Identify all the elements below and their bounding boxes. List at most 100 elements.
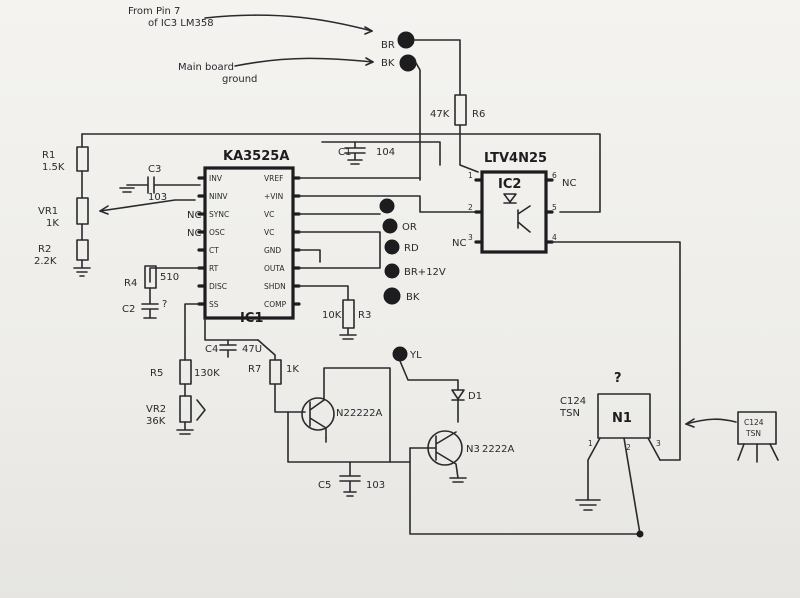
note-of-ic3: of IC3 LM358 bbox=[148, 18, 214, 29]
ic1-name: KA3525A bbox=[223, 149, 289, 164]
connector-bk2-label: BK bbox=[406, 292, 420, 303]
resistor-r1 bbox=[76, 146, 89, 172]
wire-c4 bbox=[184, 303, 259, 361]
arrow-line-ground bbox=[234, 57, 374, 67]
wire-r3-top bbox=[298, 285, 349, 301]
ic2-nc-left: NC bbox=[452, 238, 466, 249]
n3-label: N3 bbox=[466, 444, 480, 455]
n1-code2: TSN bbox=[559, 408, 580, 419]
ic1-left-pins bbox=[197, 176, 207, 306]
r6-label: R6 bbox=[472, 109, 485, 120]
r3-label: R3 bbox=[358, 310, 371, 321]
transistor-n2 bbox=[301, 397, 335, 431]
c4-value: 47U bbox=[242, 344, 262, 355]
ic2-pin6: 6 bbox=[552, 171, 557, 180]
c5-value: 103 bbox=[366, 480, 385, 491]
wire-br-r6 bbox=[413, 39, 461, 96]
vr1-label: VR1 bbox=[38, 206, 58, 217]
arrow-package bbox=[685, 418, 737, 425]
ic2-pin3: 3 bbox=[468, 233, 473, 242]
c3-value: 103 bbox=[148, 192, 167, 203]
c2-label: C2 bbox=[122, 304, 135, 315]
connector-or-label: OR bbox=[402, 222, 417, 233]
vr2-label: VR2 bbox=[146, 404, 166, 415]
ic1-pin-sync: SYNC bbox=[209, 210, 229, 219]
connector-bk-dot bbox=[399, 54, 417, 72]
arrow-head-ground bbox=[365, 57, 374, 66]
c1-value: 104 bbox=[376, 147, 395, 158]
wire-top-rail bbox=[81, 133, 601, 213]
vr1-value: 1K bbox=[46, 218, 59, 229]
ground-c3 bbox=[119, 187, 135, 193]
ic1-left-pin-labels: INV NINV SYNC OSC CT RT DISC SS bbox=[209, 174, 229, 309]
ic1-pin-ninv: NINV bbox=[209, 192, 228, 201]
ic1-pin-ss: SS bbox=[209, 300, 219, 309]
connector-br12v-label: BR+12V bbox=[404, 267, 446, 278]
ic1-nc-sync: NC bbox=[187, 210, 201, 221]
vr1-wiper-arrow bbox=[99, 205, 109, 215]
ground-r3 bbox=[339, 327, 357, 340]
wire-c1-rail bbox=[321, 141, 441, 166]
r3-value: 10K bbox=[322, 310, 342, 321]
vr2-value: 36K bbox=[146, 416, 166, 427]
vr2-wiper bbox=[196, 399, 206, 421]
r2-label: R2 bbox=[38, 244, 51, 255]
wire-ic1-right bbox=[298, 213, 381, 269]
r7-label: R7 bbox=[248, 364, 261, 375]
c2-question: ? bbox=[162, 299, 167, 310]
resistor-r3 bbox=[342, 299, 355, 329]
r1-value: 1.5K bbox=[42, 162, 65, 173]
wire-ic2-n1 bbox=[551, 241, 681, 461]
c5-label: C5 bbox=[318, 480, 331, 491]
ic2-pin4: 4 bbox=[552, 233, 557, 242]
wire-r4-top bbox=[149, 267, 200, 283]
note-ground: ground bbox=[222, 74, 257, 85]
ic1-pin-vref: VREF bbox=[264, 174, 283, 183]
wire-n3-bottom bbox=[409, 447, 641, 535]
sensor-package bbox=[737, 411, 777, 445]
capacitor-c4 bbox=[219, 339, 237, 358]
ground-r2 bbox=[73, 259, 91, 277]
wire-n2-collector bbox=[323, 367, 391, 463]
n2-label: N2 bbox=[336, 408, 350, 419]
ic1-pin-vc1: VC bbox=[264, 210, 274, 219]
r7-value: 1K bbox=[286, 364, 299, 375]
connector-bk-label: BK bbox=[381, 58, 395, 69]
n1-leads bbox=[587, 437, 661, 535]
wire-bk bbox=[415, 62, 421, 181]
r6-value: 47K bbox=[430, 109, 450, 120]
wire-r7-n2 bbox=[274, 383, 306, 413]
pkg-code: C124 bbox=[744, 418, 764, 427]
potentiometer-vr2 bbox=[179, 395, 192, 423]
n1-question: ? bbox=[614, 371, 622, 386]
potentiometer-vr1 bbox=[76, 197, 89, 225]
connector-br-label: BR bbox=[381, 40, 395, 51]
n3-value: 2222A bbox=[482, 444, 514, 455]
ic1-pin-disc: DISC bbox=[209, 282, 227, 291]
n2-value: 2222A bbox=[350, 408, 382, 419]
wire-ic1-vref-vin bbox=[298, 177, 479, 213]
c4-label: C4 bbox=[205, 344, 218, 355]
ic1-pin-comp: COMP bbox=[264, 300, 287, 309]
ic2-nc-right: NC bbox=[562, 178, 576, 189]
capacitor-c5 bbox=[339, 461, 361, 497]
capacitor-c2 bbox=[141, 287, 159, 319]
n1-pin3: 3 bbox=[656, 439, 661, 448]
connector-rd-label: RD bbox=[404, 243, 419, 254]
ic1-label: IC1 bbox=[240, 311, 263, 326]
ic2-pin2: 2 bbox=[468, 203, 473, 212]
r4-label: R4 bbox=[124, 278, 137, 289]
junction-n1 bbox=[636, 530, 644, 538]
ic2-pins bbox=[474, 178, 554, 244]
resistor-r7 bbox=[269, 359, 282, 385]
wire-r6-ic2 bbox=[459, 124, 479, 173]
r5-value: 130K bbox=[194, 368, 220, 379]
ic1-pin-osc: OSC bbox=[209, 228, 225, 237]
wire-n2-bottom bbox=[287, 411, 411, 463]
r5-label: R5 bbox=[150, 368, 163, 379]
n1-pin2: 2 bbox=[626, 443, 631, 452]
c3-label: C3 bbox=[148, 164, 161, 175]
connector-bk2-dot bbox=[383, 287, 401, 305]
ground-n3 bbox=[449, 477, 467, 483]
